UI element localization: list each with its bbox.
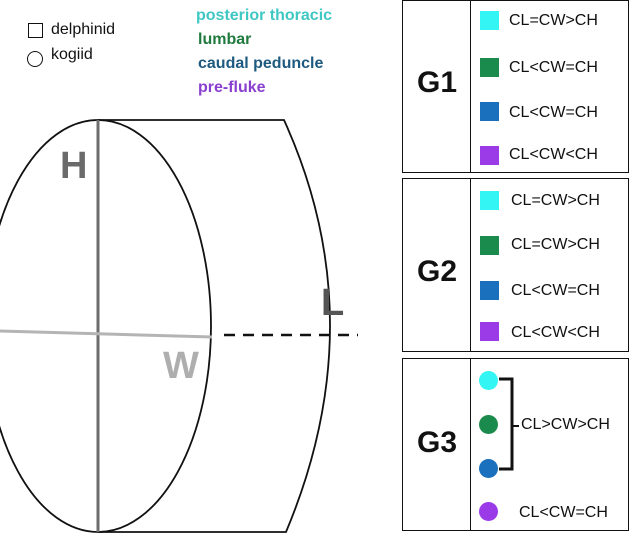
rule-g3-4: CL<CW=CH <box>519 504 608 521</box>
swatch-g1-3 <box>480 102 499 121</box>
swatch-g1-4 <box>480 146 499 165</box>
cylinder-end-ellipse <box>0 119 212 533</box>
cylinder-body-outline <box>98 119 331 533</box>
rule-g1-3: CL<CW=CH <box>509 104 598 121</box>
length-label: L <box>321 282 345 324</box>
group-g2: G2 CL=CW>CH CL=CW>CH CL<CW=CH CL<CW<CH <box>402 178 629 352</box>
rule-g1-4: CL<CW<CH <box>509 146 598 163</box>
group-divider <box>470 179 471 351</box>
region-caudal-peduncle: caudal peduncle <box>198 55 324 72</box>
swatch-g2-4 <box>480 322 499 341</box>
swatch-g1-1 <box>480 11 499 30</box>
swatch-g2-1 <box>480 191 499 210</box>
region-lumbar: lumbar <box>198 31 252 48</box>
swatch-g2-2 <box>480 236 499 255</box>
dot-g3-2 <box>479 415 498 434</box>
rule-g2-4: CL<CW<CH <box>511 324 600 341</box>
width-axis <box>0 329 213 339</box>
legend-kogiid: kogiid <box>51 46 93 63</box>
group-label-g2: G2 <box>417 255 458 288</box>
dot-g3-1 <box>479 371 498 390</box>
region-pre-fluke: pre-fluke <box>198 79 266 96</box>
rule-g1-1: CL=CW>CH <box>509 12 598 29</box>
group-g1: G1 CL=CW>CH CL<CW=CH CL<CW=CH CL<CW<CH <box>402 0 629 173</box>
cylinder-diagram <box>0 119 358 533</box>
dot-g3-4 <box>479 502 498 521</box>
region-posterior-thoracic: posterior thoracic <box>196 7 333 24</box>
group-label-g1: G1 <box>417 66 458 99</box>
group-g3: G3 CL>CW>CH CL<CW=CH <box>402 358 629 531</box>
swatch-g2-3 <box>480 281 499 300</box>
height-label: H <box>60 145 88 187</box>
group-divider <box>470 1 471 172</box>
rule-g2-3: CL<CW=CH <box>511 282 600 299</box>
rule-g3-bracket: CL>CW>CH <box>521 416 610 433</box>
width-label: W <box>163 345 199 387</box>
group-label-g3: G3 <box>417 426 458 459</box>
rule-g2-1: CL=CW>CH <box>511 192 600 209</box>
rule-g2-2: CL=CW>CH <box>511 236 600 253</box>
square-icon <box>28 23 43 38</box>
g3-bracket <box>499 377 519 471</box>
group-divider <box>470 359 471 530</box>
circle-icon <box>27 51 43 67</box>
rule-g1-2: CL<CW=CH <box>509 59 598 76</box>
dot-g3-3 <box>479 459 498 478</box>
swatch-g1-2 <box>480 58 499 77</box>
legend-delphinid: delphinid <box>51 21 116 38</box>
